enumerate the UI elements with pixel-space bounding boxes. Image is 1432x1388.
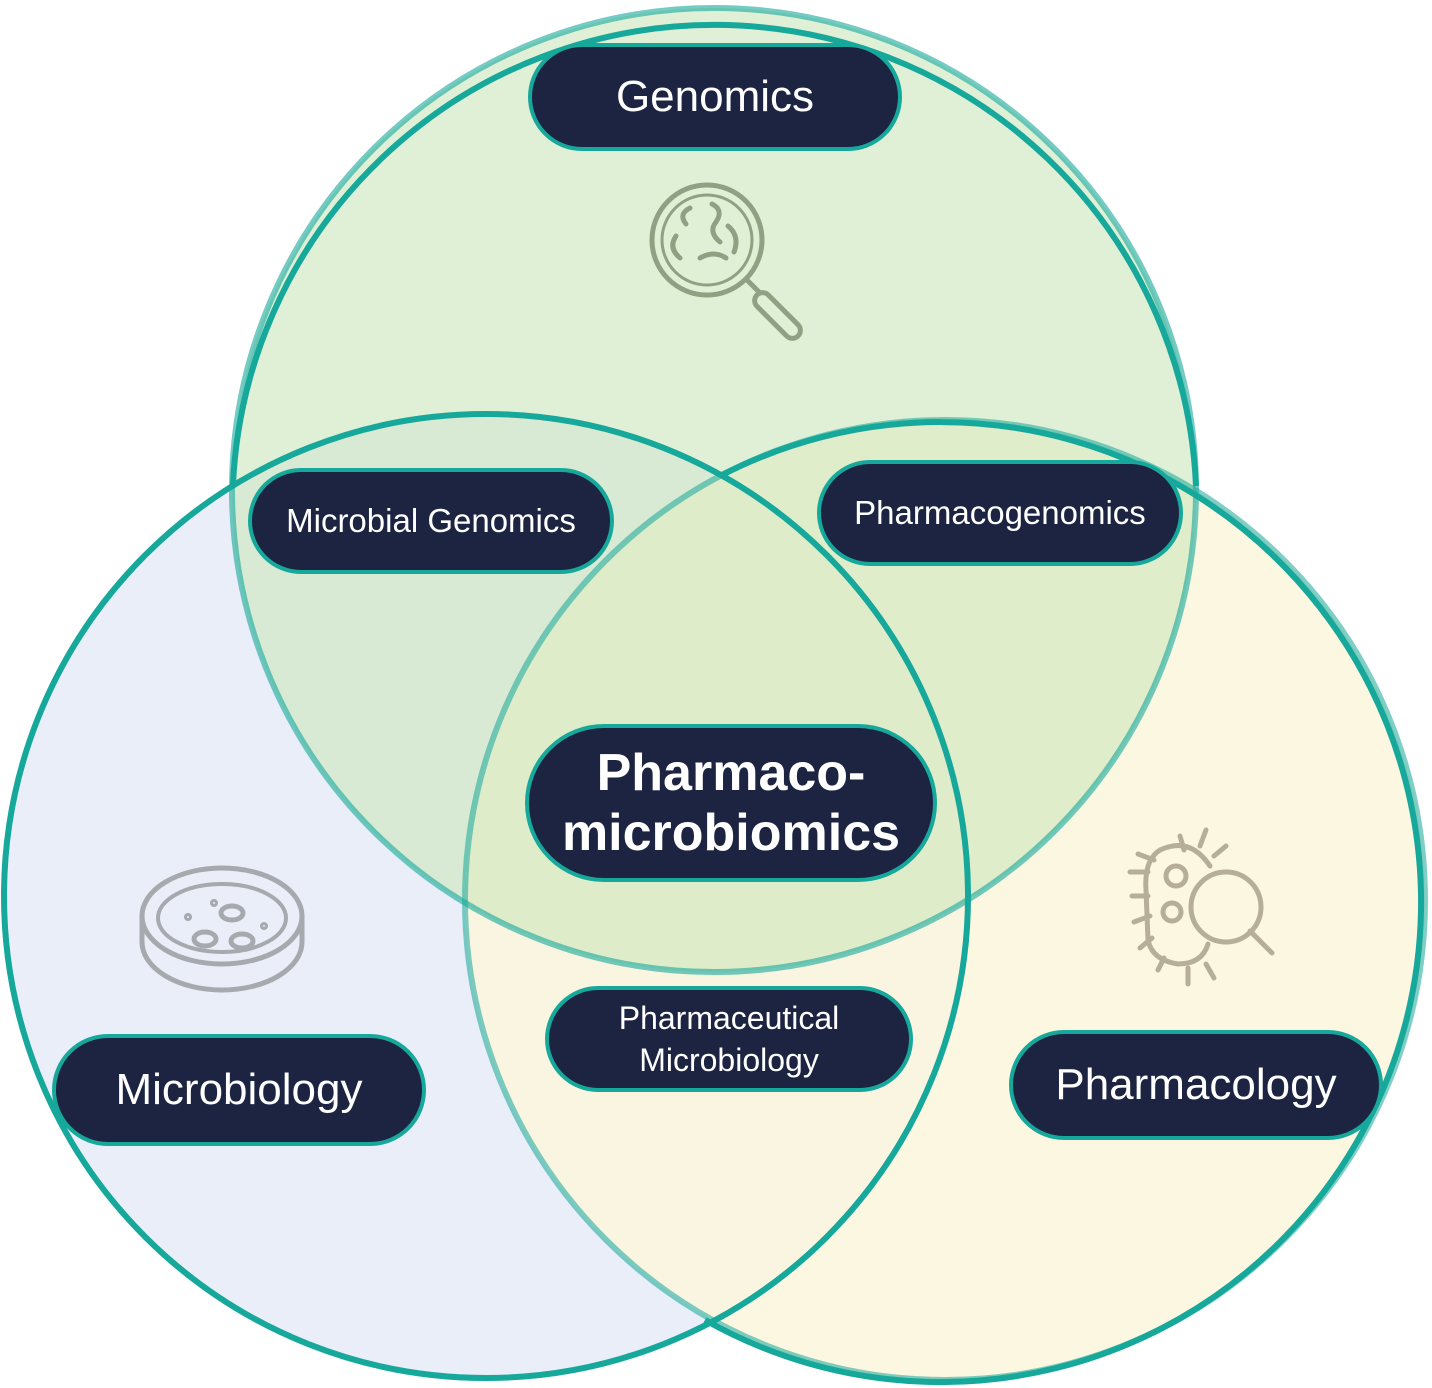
- pharmacogenomics-label: Pharmacogenomics: [817, 460, 1183, 566]
- genomics-circle: [232, 8, 1196, 972]
- pharmaceutical-microbiology-label: Pharmaceutical Microbiology: [545, 986, 913, 1092]
- pharmaceutical-microbiology-line2: Microbiology: [639, 1042, 819, 1078]
- microbiology-label: Microbiology: [52, 1034, 426, 1146]
- microbiology-outline: [1, 411, 971, 1381]
- microbial-genomics-label: Microbial Genomics: [248, 468, 614, 574]
- pharmacomicrobiomics-label: Pharmaco- microbiomics: [525, 724, 937, 882]
- genomics-label-text: Genomics: [615, 72, 815, 121]
- microbial-genomics-text: Microbial Genomics: [286, 502, 576, 539]
- pharmacogenomics-text: Pharmacogenomics: [854, 494, 1146, 531]
- petri-dish-icon: [139, 865, 305, 993]
- pharmacology-outline-outer: [703, 419, 1425, 1385]
- genomics-outline-outer: [230, 21, 1199, 487]
- genomics-outline: [229, 5, 1199, 975]
- pharmacology-label-text: Pharmacology: [1055, 1060, 1337, 1109]
- center-label-line2: microbiomics: [561, 804, 901, 862]
- center-label-line1: Pharmaco-: [596, 744, 866, 802]
- magnifier-bacteria-icon: [649, 182, 803, 341]
- microbiology-label-text: Microbiology: [115, 1065, 363, 1114]
- pharmaceutical-microbiology-line1: Pharmaceutical: [618, 1000, 840, 1036]
- bacterium-magnifier-icon: [1127, 827, 1275, 987]
- genomics-label: Genomics: [528, 43, 902, 151]
- pharmacology-label: Pharmacology: [1009, 1030, 1383, 1140]
